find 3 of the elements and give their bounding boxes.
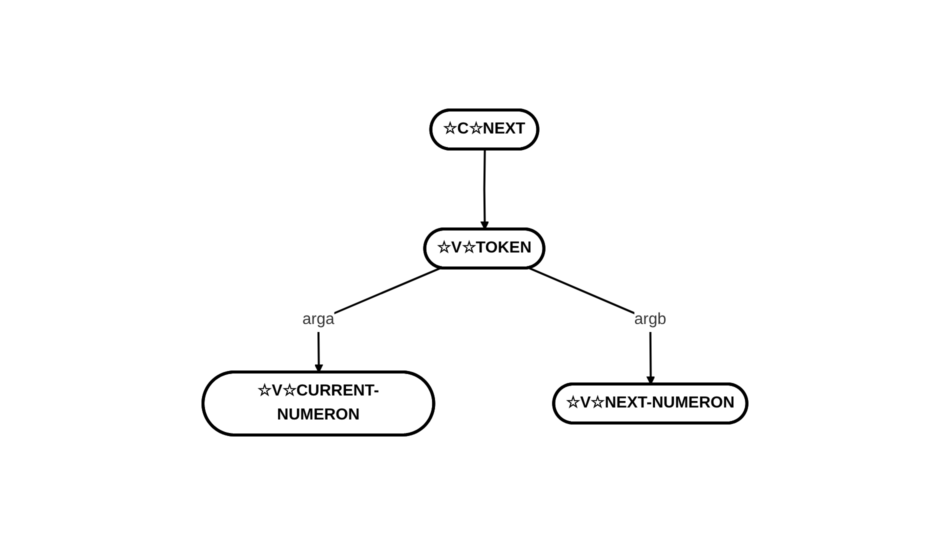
edge-label: argb (634, 310, 666, 328)
edge-label: arga (302, 310, 334, 328)
arrow (480, 149, 490, 230)
